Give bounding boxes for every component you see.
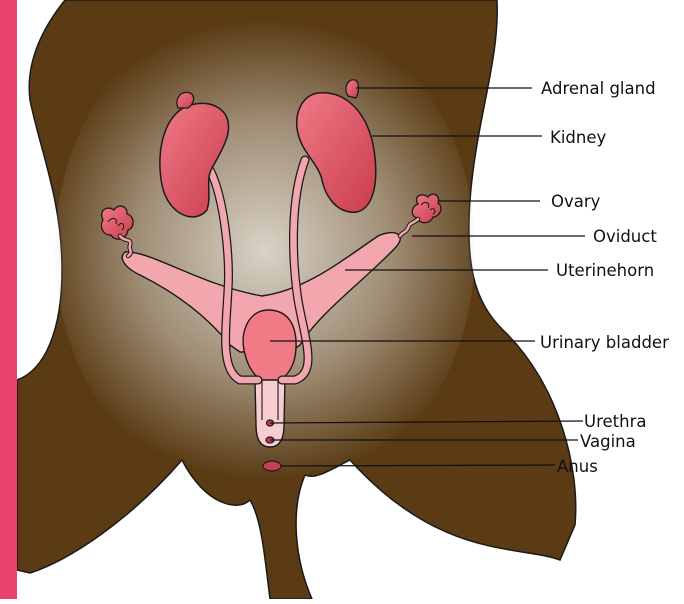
accent-bar (0, 0, 17, 599)
label-adrenal-gland: Adrenal gland (541, 79, 656, 98)
adrenal-gland-right (346, 80, 359, 98)
label-oviduct: Oviduct (593, 227, 657, 246)
label-uterine-horn: Uterinehorn (556, 261, 654, 280)
label-urethra: Urethra (584, 412, 646, 431)
label-ovary: Ovary (551, 192, 601, 211)
anus (263, 461, 281, 471)
label-urinary-bladder: Urinary bladder (540, 333, 669, 352)
label-kidney: Kidney (550, 128, 606, 147)
label-anus: Anus (557, 457, 598, 476)
label-vagina: Vagina (580, 432, 636, 451)
